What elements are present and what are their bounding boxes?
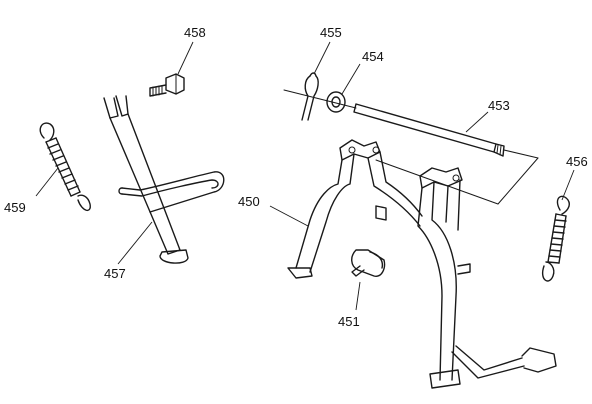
side-stand-457 <box>103 95 225 264</box>
assembly-guide-lines <box>283 89 539 205</box>
callout-450: 450 <box>238 194 260 209</box>
leader-450 <box>269 205 309 227</box>
leader-458 <box>177 41 194 75</box>
spring-459 <box>39 122 91 211</box>
main-stand-450 <box>287 139 557 389</box>
callout-458: 458 <box>184 25 206 40</box>
pivot-shaft-453 <box>353 103 505 157</box>
leader-455 <box>313 41 331 75</box>
callout-457: 457 <box>104 266 126 281</box>
callout-456: 456 <box>566 154 588 169</box>
callout-451: 451 <box>338 314 360 329</box>
callout-453: 453 <box>488 98 510 113</box>
leader-453 <box>465 111 489 133</box>
washer-454 <box>326 91 346 113</box>
leader-457 <box>117 221 153 265</box>
leader-451 <box>355 281 361 311</box>
leader-454 <box>341 63 361 95</box>
leader-456 <box>561 169 575 201</box>
rubber-stopper-451 <box>351 249 386 277</box>
bolt-458 <box>149 73 185 97</box>
leader-459 <box>35 167 59 197</box>
spring-456 <box>542 195 571 282</box>
callout-459: 459 <box>4 200 26 215</box>
callout-454: 454 <box>362 49 384 64</box>
callout-455: 455 <box>320 25 342 40</box>
